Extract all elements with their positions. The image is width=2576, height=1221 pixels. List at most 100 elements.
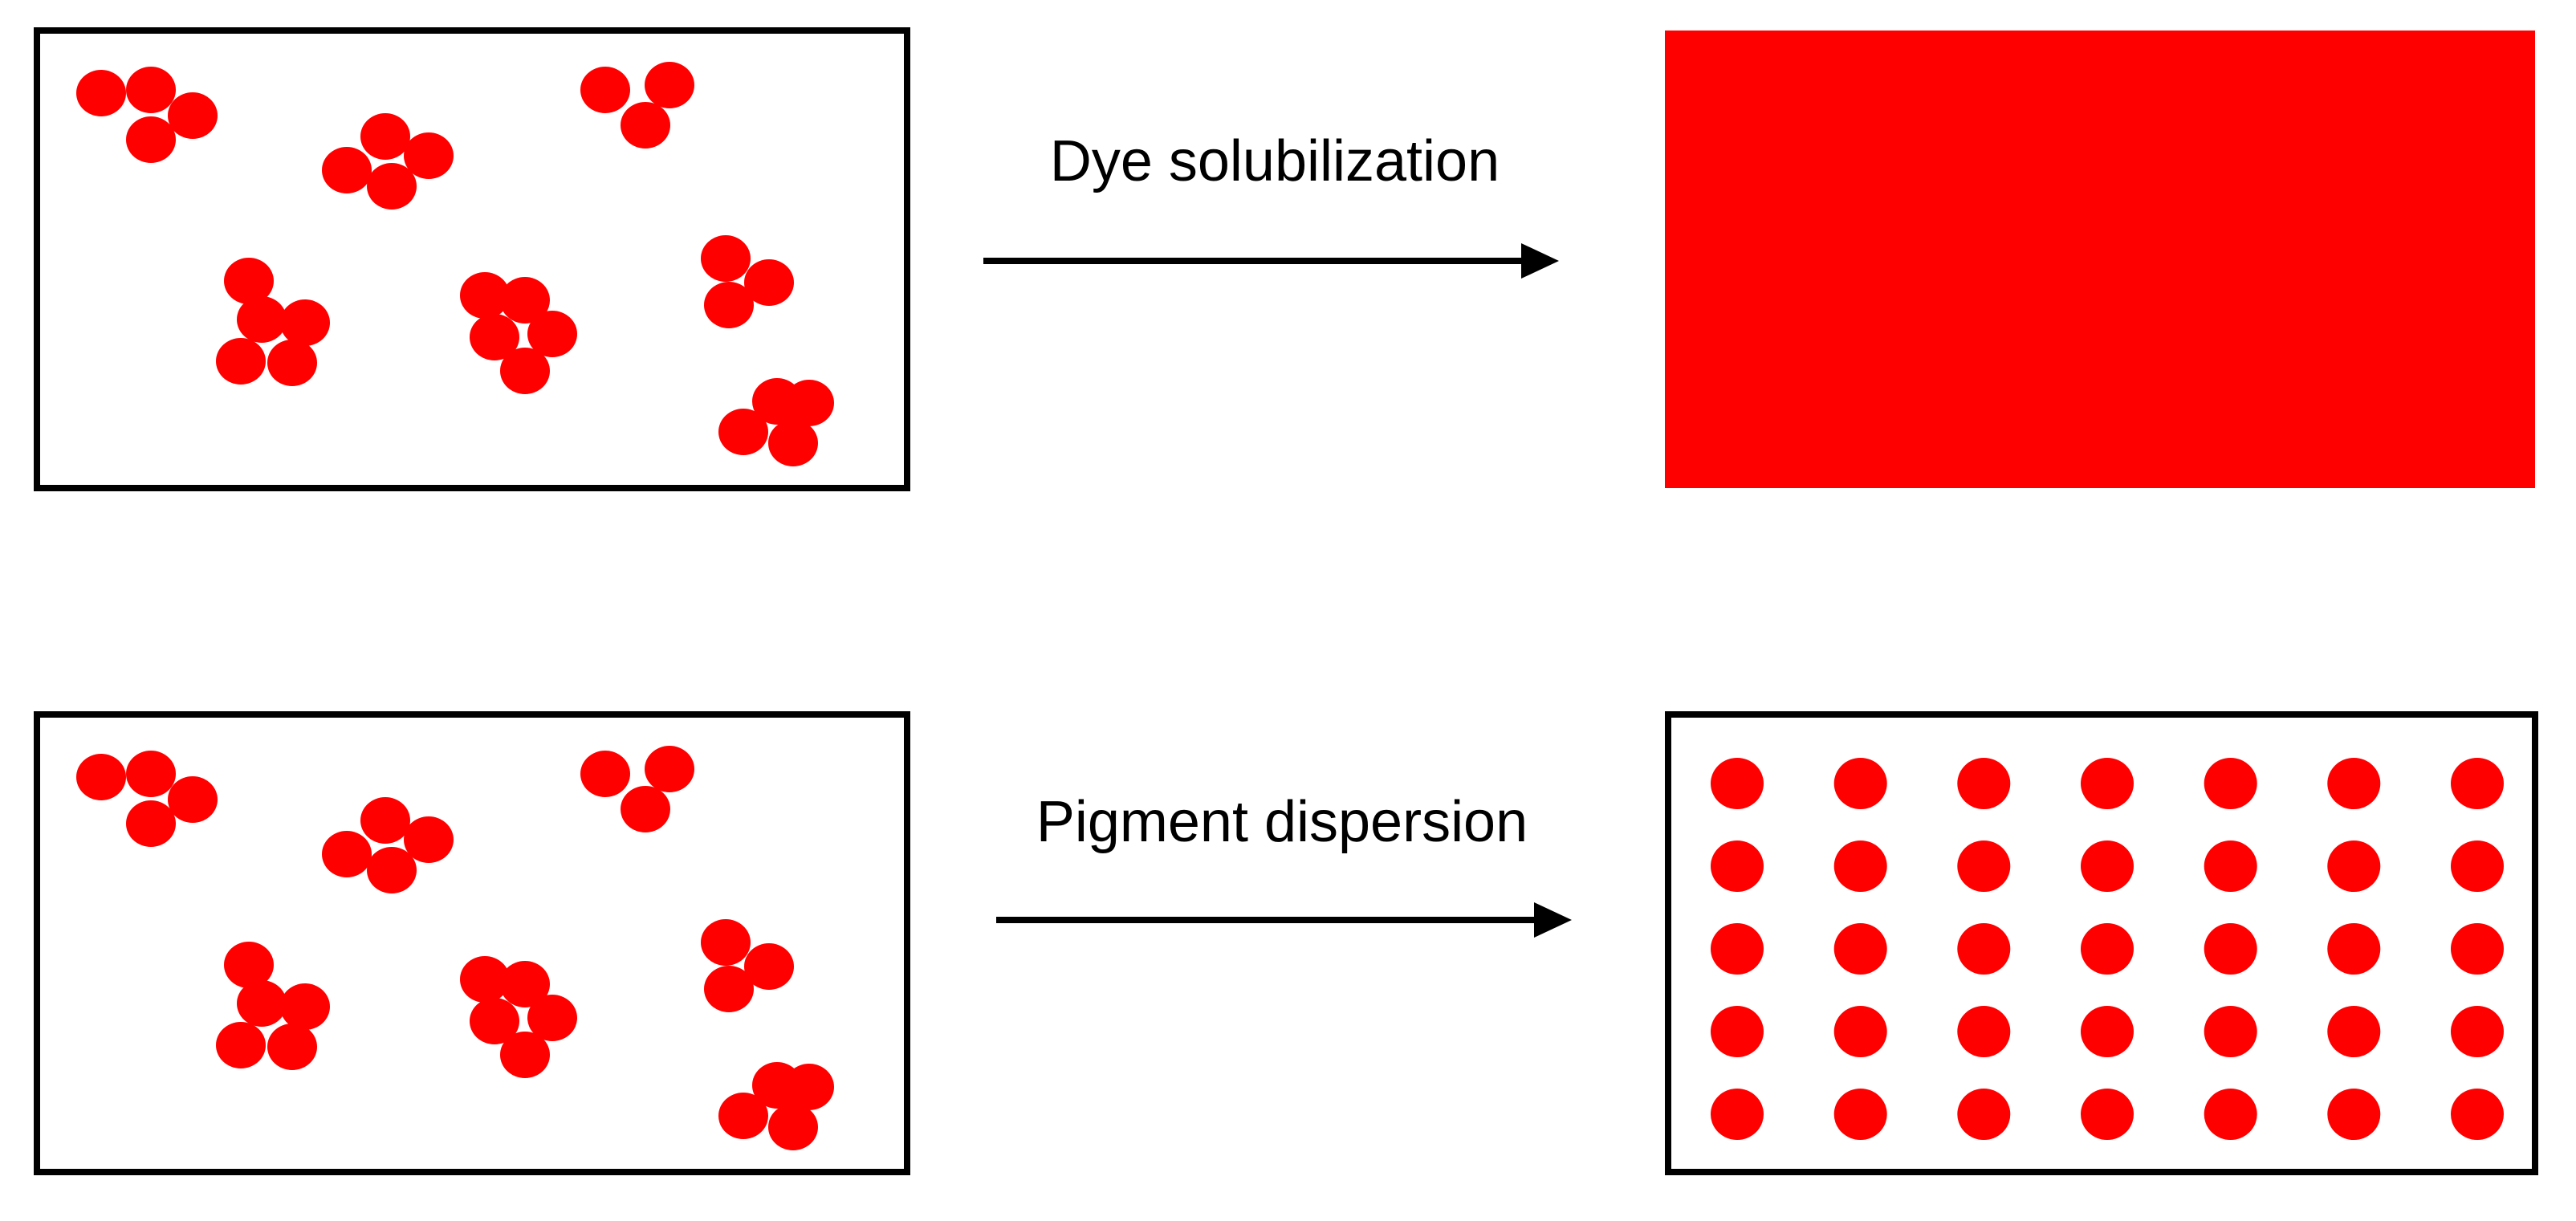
particle	[784, 1064, 834, 1110]
dispersed-particle	[1833, 1006, 1887, 1057]
pigment-row: Pigment dispersion	[34, 711, 2538, 1175]
particle	[237, 296, 287, 343]
particle	[76, 754, 126, 800]
dispersed-particle	[2451, 840, 2504, 892]
particle	[470, 314, 519, 360]
dispersed-particle	[2204, 1089, 2257, 1140]
dispersed-particle	[2081, 758, 2134, 809]
dispersed-particle	[1833, 923, 1887, 975]
dispersed-particle	[2451, 1089, 2504, 1140]
dye-aggregate-particles	[76, 62, 834, 466]
dispersed-particle	[1711, 1006, 1764, 1057]
dye-arrow-head	[1521, 243, 1559, 279]
particle	[527, 311, 577, 357]
dispersed-particle	[1833, 1089, 1887, 1140]
particle	[744, 259, 794, 306]
dispersed-particle	[1833, 840, 1887, 892]
dispersed-particle	[2081, 840, 2134, 892]
particle	[126, 116, 176, 163]
dispersed-particle	[2327, 758, 2381, 809]
particle	[126, 67, 176, 113]
particle	[460, 956, 510, 1003]
particle	[237, 980, 287, 1027]
pigment-aggregate-particles	[76, 746, 834, 1150]
pigment-dispersed-particles	[1711, 758, 2504, 1140]
dispersed-particle	[1711, 923, 1764, 975]
particle	[168, 92, 218, 139]
dispersed-particle	[1957, 1089, 2011, 1140]
dispersed-particle	[2204, 923, 2257, 975]
particle	[367, 163, 417, 210]
particle	[404, 816, 454, 863]
dye-solution-block	[1665, 31, 2535, 488]
particle	[704, 282, 754, 328]
particle	[360, 113, 410, 160]
dispersed-particle	[1957, 758, 2011, 809]
particle	[470, 998, 519, 1044]
particle	[280, 299, 330, 346]
particle	[322, 831, 372, 877]
particle	[126, 751, 176, 797]
particle	[460, 272, 510, 319]
particle	[500, 348, 550, 394]
particle	[744, 943, 794, 990]
particle	[784, 380, 834, 426]
dispersed-particle	[1711, 758, 1764, 809]
dispersed-particle	[1711, 1089, 1764, 1140]
particle	[216, 1022, 266, 1068]
particle	[367, 847, 417, 893]
dye-process-label: Dye solubilization	[1050, 129, 1500, 193]
particle	[267, 1024, 317, 1070]
particle	[76, 70, 126, 116]
dispersed-particle	[1957, 1006, 2011, 1057]
particle	[322, 147, 372, 193]
dispersed-particle	[2451, 1006, 2504, 1057]
dispersed-particle	[2081, 1006, 2134, 1057]
particle	[718, 409, 768, 455]
particle	[768, 420, 818, 466]
particle	[500, 1032, 550, 1078]
particle	[768, 1104, 818, 1150]
dispersed-particle	[2204, 840, 2257, 892]
dispersed-particle	[2081, 923, 2134, 975]
dispersed-particle	[2327, 923, 2381, 975]
dye-row: Dye solubilization	[34, 27, 2535, 491]
dispersed-particle	[2081, 1089, 2134, 1140]
particle	[224, 258, 274, 304]
dispersed-particle	[2204, 1006, 2257, 1057]
particle	[126, 800, 176, 847]
particle	[280, 983, 330, 1030]
dispersed-particle	[2327, 1006, 2381, 1057]
particle	[621, 786, 670, 832]
pigment-arrow-head	[1534, 902, 1572, 938]
dispersed-particle	[2327, 840, 2381, 892]
particle	[645, 62, 694, 108]
dispersed-particle	[2451, 923, 2504, 975]
dispersed-particle	[1711, 840, 1764, 892]
dispersed-particle	[2327, 1089, 2381, 1140]
particle	[527, 995, 577, 1041]
dispersed-particle	[1957, 923, 2011, 975]
dispersed-particle	[2204, 758, 2257, 809]
particle	[404, 132, 454, 179]
particle	[216, 338, 266, 385]
particle	[701, 235, 751, 282]
dispersed-particle	[1833, 758, 1887, 809]
dispersed-particle	[2451, 758, 2504, 809]
particle	[360, 797, 410, 844]
particle	[718, 1093, 768, 1139]
particle	[704, 966, 754, 1012]
particle	[645, 746, 694, 792]
particle	[621, 102, 670, 149]
dye-process-arrow	[983, 243, 1559, 279]
pigment-process-arrow	[996, 902, 1572, 938]
dispersed-particle	[1957, 840, 2011, 892]
particle	[168, 776, 218, 823]
particle	[500, 961, 550, 1007]
particle	[701, 919, 751, 966]
particle	[500, 277, 550, 324]
particle	[580, 67, 630, 113]
particle	[267, 340, 317, 386]
particle	[224, 942, 274, 988]
